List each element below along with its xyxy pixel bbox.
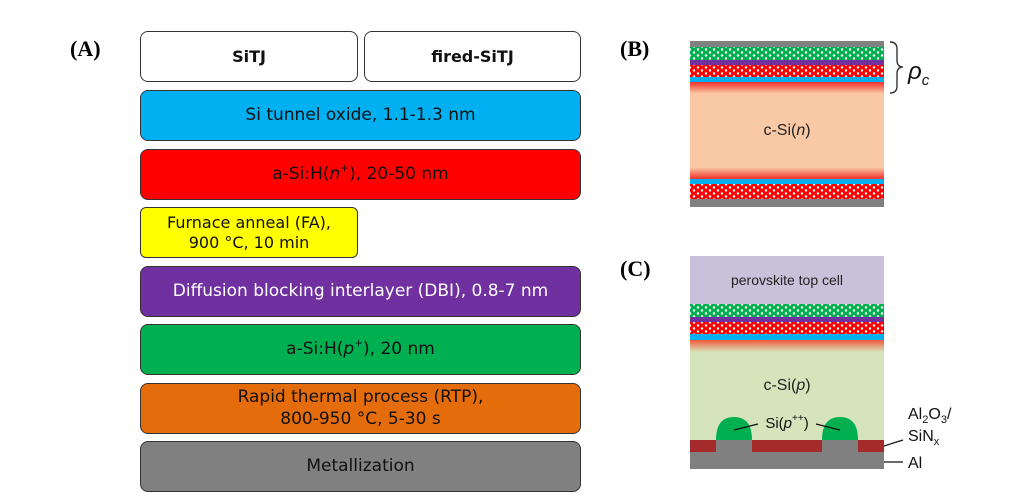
c-contact-label: Si(p++) xyxy=(765,413,808,432)
b-top-n-layer xyxy=(690,65,884,77)
rtp-line2: 800-950 °C, 5-30 s xyxy=(280,408,441,429)
step-metallization: Metallization xyxy=(140,441,581,492)
c-perovskite-label: perovskite top cell xyxy=(731,272,843,288)
b-bottom-n-layer xyxy=(690,184,884,199)
c-contact-leader-right xyxy=(815,423,841,431)
c-p-plus-plus-region-right xyxy=(822,417,858,440)
rho-c-label: ρc xyxy=(907,58,930,89)
c-passivation-label-line2: SiNx xyxy=(908,428,940,448)
furnace-anneal-line2: 900 °C, 10 min xyxy=(188,232,310,252)
c-p-plus-plus-region-left xyxy=(716,417,752,440)
c-bulk-label: c-Si(p) xyxy=(763,377,810,394)
step-a-si-h-n-layer: a-Si:H(n+), 20-50 nm xyxy=(140,149,581,200)
panel-a-label: (A) xyxy=(70,36,101,61)
panel-c-label: (C) xyxy=(620,256,651,281)
c-al-layer xyxy=(690,452,884,469)
c-oxide-layer xyxy=(690,334,884,340)
c-perovskite-layer xyxy=(690,256,884,304)
b-top-oxide-layer xyxy=(690,77,884,82)
step-diffusion-blocking-interlayer: Diffusion blocking interlayer (DBI), 0.8… xyxy=(140,266,581,317)
c-passivation-label-line1: Al2O3/ xyxy=(908,406,952,426)
b-top-dbi-layer xyxy=(690,60,884,65)
c-al-contact-right xyxy=(822,440,858,452)
b-top-p-layer xyxy=(690,47,884,60)
c-p-layer xyxy=(690,304,884,317)
b-bottom-gray-layer xyxy=(690,199,884,207)
b-bulk-label: c-Si(n) xyxy=(763,122,810,139)
b-bottom-oxide-layer xyxy=(690,179,884,184)
c-n-layer xyxy=(690,322,884,334)
b-bulk-n xyxy=(690,82,884,179)
furnace-anneal-line1: Furnace anneal (FA), xyxy=(167,212,331,232)
fired-sitj-column-header: fired-SiTJ xyxy=(364,31,581,82)
step-tunnel-oxide: Si tunnel oxide, 1.1-1.3 nm xyxy=(140,90,581,141)
b-top-gray-layer xyxy=(690,41,884,47)
panel-c-stack: perovskite top cell c-Si(p) Si(p++) Al2O… xyxy=(690,256,952,472)
c-passivation-leader xyxy=(883,439,904,447)
c-al-contact-left xyxy=(716,440,752,452)
c-al-label: Al xyxy=(908,455,922,472)
step-a-si-h-p-layer: a-Si:H(p+), 20 nm xyxy=(140,324,581,375)
step-rapid-thermal-process: Rapid thermal process (RTP), 800-950 °C,… xyxy=(140,383,581,434)
rho-c-bracket xyxy=(889,41,904,94)
step-n-text: a-Si:H(n+), 20-50 nm xyxy=(272,162,449,184)
panel-b-stack: c-Si(n) ρc xyxy=(690,41,930,207)
step-p-text: a-Si:H(p+), 20 nm xyxy=(286,337,435,359)
c-contact-leader-left xyxy=(733,423,759,431)
step-furnace-anneal: Furnace anneal (FA), 900 °C, 10 min xyxy=(140,207,358,258)
c-dbi-layer xyxy=(690,317,884,322)
rtp-line1: Rapid thermal process (RTP), xyxy=(237,387,484,408)
sitj-column-header: SiTJ xyxy=(140,31,358,82)
panel-b-label: (B) xyxy=(620,36,650,61)
